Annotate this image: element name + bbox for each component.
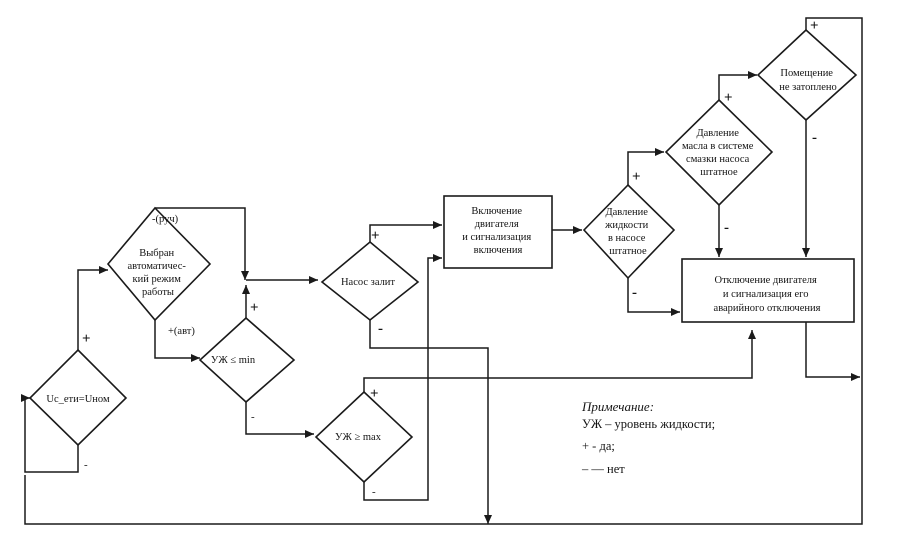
shapes bbox=[28, 28, 858, 484]
mark-max-no: - bbox=[372, 486, 376, 498]
mark-pump-no: - bbox=[378, 321, 383, 337]
connector-pump-minus bbox=[369, 320, 492, 524]
label-level-max: УЖ ≥ max bbox=[335, 432, 382, 443]
connectors bbox=[21, 17, 863, 525]
process-motor-on bbox=[443, 195, 553, 269]
mark-fluid-no: - bbox=[632, 285, 637, 301]
label-voltage: Uс_ети=Uном bbox=[46, 394, 110, 405]
label-level-min: УЖ ≤ min bbox=[211, 355, 256, 366]
label-auto-mode: Выбран автоматичес- кий режим работы bbox=[127, 248, 188, 298]
label-room-flood: Помещение не затоплено bbox=[779, 68, 837, 93]
connector-pump-plus bbox=[369, 221, 442, 242]
connector-max-minus bbox=[363, 254, 442, 501]
mark-min-yes: + bbox=[250, 300, 259, 316]
mark-auto-manual: -(руч) bbox=[152, 214, 179, 225]
decision-oil-pressure bbox=[664, 98, 774, 207]
mark-min-no: - bbox=[251, 411, 255, 423]
connector-u-minus-loop bbox=[21, 394, 79, 473]
connector-off-out bbox=[805, 322, 860, 381]
legend-note: Примечание: УЖ – уровень жидкости; + - д… bbox=[581, 399, 715, 476]
label-pump-primed: Насос залит bbox=[341, 277, 395, 288]
mark-voltage-yes: + bbox=[82, 331, 91, 347]
decision-room-flood bbox=[756, 28, 858, 122]
label-oil-pressure: Давление масла в системе смазки насоса ш… bbox=[682, 128, 756, 178]
mark-auto-auto: +(авт) bbox=[168, 326, 195, 337]
label-emergency-off: Отключение двигателя и сигнализация его … bbox=[714, 275, 821, 314]
decision-voltage bbox=[28, 348, 128, 447]
node-labels: Uс_ети=Uном Выбран автоматичес- кий режи… bbox=[46, 68, 836, 443]
mark-pump-yes: + bbox=[371, 228, 380, 244]
connector-room-plus bbox=[24, 17, 863, 525]
label-fluid-pressure: Давление жидкости в насосе штатное bbox=[604, 207, 651, 257]
connector-auto-manual bbox=[155, 207, 249, 280]
connector-max-plus bbox=[363, 330, 756, 392]
mark-oil-no: - bbox=[724, 220, 729, 236]
mark-max-yes: + bbox=[370, 386, 379, 402]
decision-level-min bbox=[198, 316, 296, 404]
label-motor-on: Включение двигателя и сигнализация включ… bbox=[462, 206, 534, 256]
decision-pump-primed bbox=[320, 240, 420, 322]
branch-marks: + - -(руч) +(авт) + - + - + - + - + - + … bbox=[82, 18, 819, 498]
decision-level-max bbox=[314, 390, 414, 484]
connector-fluid-minus bbox=[627, 278, 680, 316]
connector-min-minus bbox=[245, 402, 314, 438]
process-emergency-off bbox=[681, 258, 855, 323]
mark-fluid-yes: + bbox=[632, 169, 641, 185]
mark-room-no: - bbox=[812, 130, 817, 146]
mark-oil-yes: + bbox=[724, 90, 733, 106]
decision-auto-mode bbox=[106, 206, 212, 322]
decision-fluid-pressure bbox=[582, 183, 676, 280]
connector-fluid-plus bbox=[627, 148, 664, 185]
connector-oil-plus bbox=[718, 71, 757, 100]
mark-room-yes: + bbox=[810, 18, 819, 34]
note-line-yes: + - да; bbox=[582, 439, 615, 453]
mark-voltage-no: - bbox=[84, 459, 88, 471]
connector-auto-to-min bbox=[154, 320, 200, 362]
connector-u-to-auto bbox=[77, 266, 108, 350]
note-line-no: – — нет bbox=[581, 462, 625, 476]
note-title: Примечание: bbox=[581, 399, 654, 414]
note-line-level: УЖ – уровень жидкости; bbox=[582, 417, 715, 431]
